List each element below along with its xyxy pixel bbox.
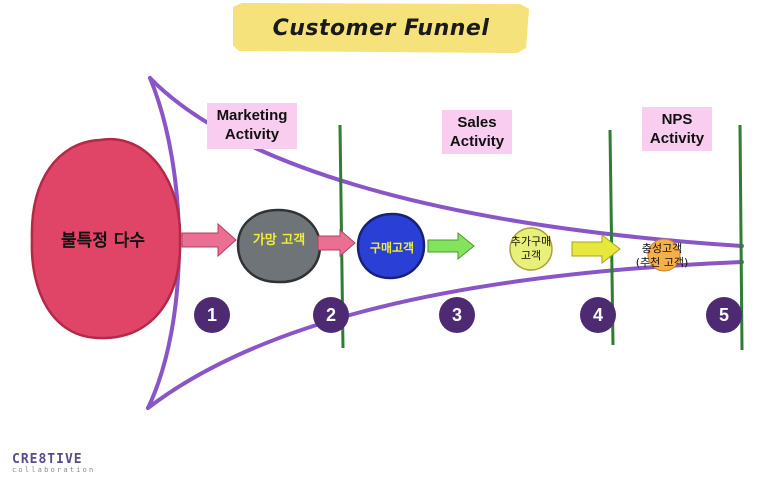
buyer-blob bbox=[356, 212, 426, 280]
activity-label-line: Marketing bbox=[216, 107, 288, 124]
stage-badge: 3 bbox=[439, 297, 475, 333]
loyal-label-line: (추천 고객) bbox=[635, 256, 689, 269]
activity-label-line: Sales bbox=[457, 114, 497, 131]
activity-label-line: NPS bbox=[661, 111, 693, 128]
arrow-prospect-to-buyer bbox=[317, 228, 356, 258]
repeat-buyer-label-line: 추가구매 bbox=[510, 235, 552, 248]
activity-label-line: Activity bbox=[449, 133, 505, 150]
arrow-crowd-to-prospect bbox=[181, 222, 237, 258]
stage-badge: 4 bbox=[580, 297, 616, 333]
loyal-blob bbox=[647, 238, 681, 272]
arrow-repeat-to-loyal bbox=[571, 233, 621, 265]
stage-badge: 2 bbox=[313, 297, 349, 333]
arrow-buyer-to-repeat bbox=[427, 231, 475, 261]
repeat-buyer-label-line: 고객 bbox=[520, 249, 542, 262]
repeat-buyer-blob bbox=[509, 227, 553, 271]
activity-label-nps: NPS Activity bbox=[642, 107, 712, 151]
activity-label-line: Activity bbox=[649, 130, 705, 147]
prospect-label: 가망 고객 bbox=[252, 233, 306, 248]
prospect-blob bbox=[236, 208, 322, 284]
crowd-label: 불특정 다수 bbox=[60, 231, 146, 251]
stage-badge: 1 bbox=[194, 297, 230, 333]
loyal-label: 충성고객 (추천 고객) bbox=[616, 242, 708, 270]
activity-label-sales: Sales Activity bbox=[442, 110, 512, 154]
loyal-label-line: 충성고객 bbox=[641, 242, 683, 255]
funnel-upper-edge bbox=[148, 76, 744, 248]
title-banner: Customer Funnel bbox=[233, 3, 529, 53]
creative-collaboration-logo: CRE8TIVE collaboration bbox=[12, 452, 102, 488]
diagram-title: Customer Funnel bbox=[272, 15, 490, 41]
logo-main-text: CRE8TIVE bbox=[12, 452, 83, 467]
logo-sub-text: collaboration bbox=[12, 466, 96, 474]
buyer-label: 구매고객 bbox=[369, 241, 415, 255]
activity-label-line: Activity bbox=[224, 126, 280, 143]
repeat-buyer-label: 추가구매 고객 bbox=[494, 235, 568, 263]
crowd-blob bbox=[30, 137, 182, 340]
funnel-lower-edge bbox=[146, 260, 744, 410]
stage-badge: 5 bbox=[706, 297, 742, 333]
activity-label-marketing: Marketing Activity bbox=[207, 103, 297, 149]
